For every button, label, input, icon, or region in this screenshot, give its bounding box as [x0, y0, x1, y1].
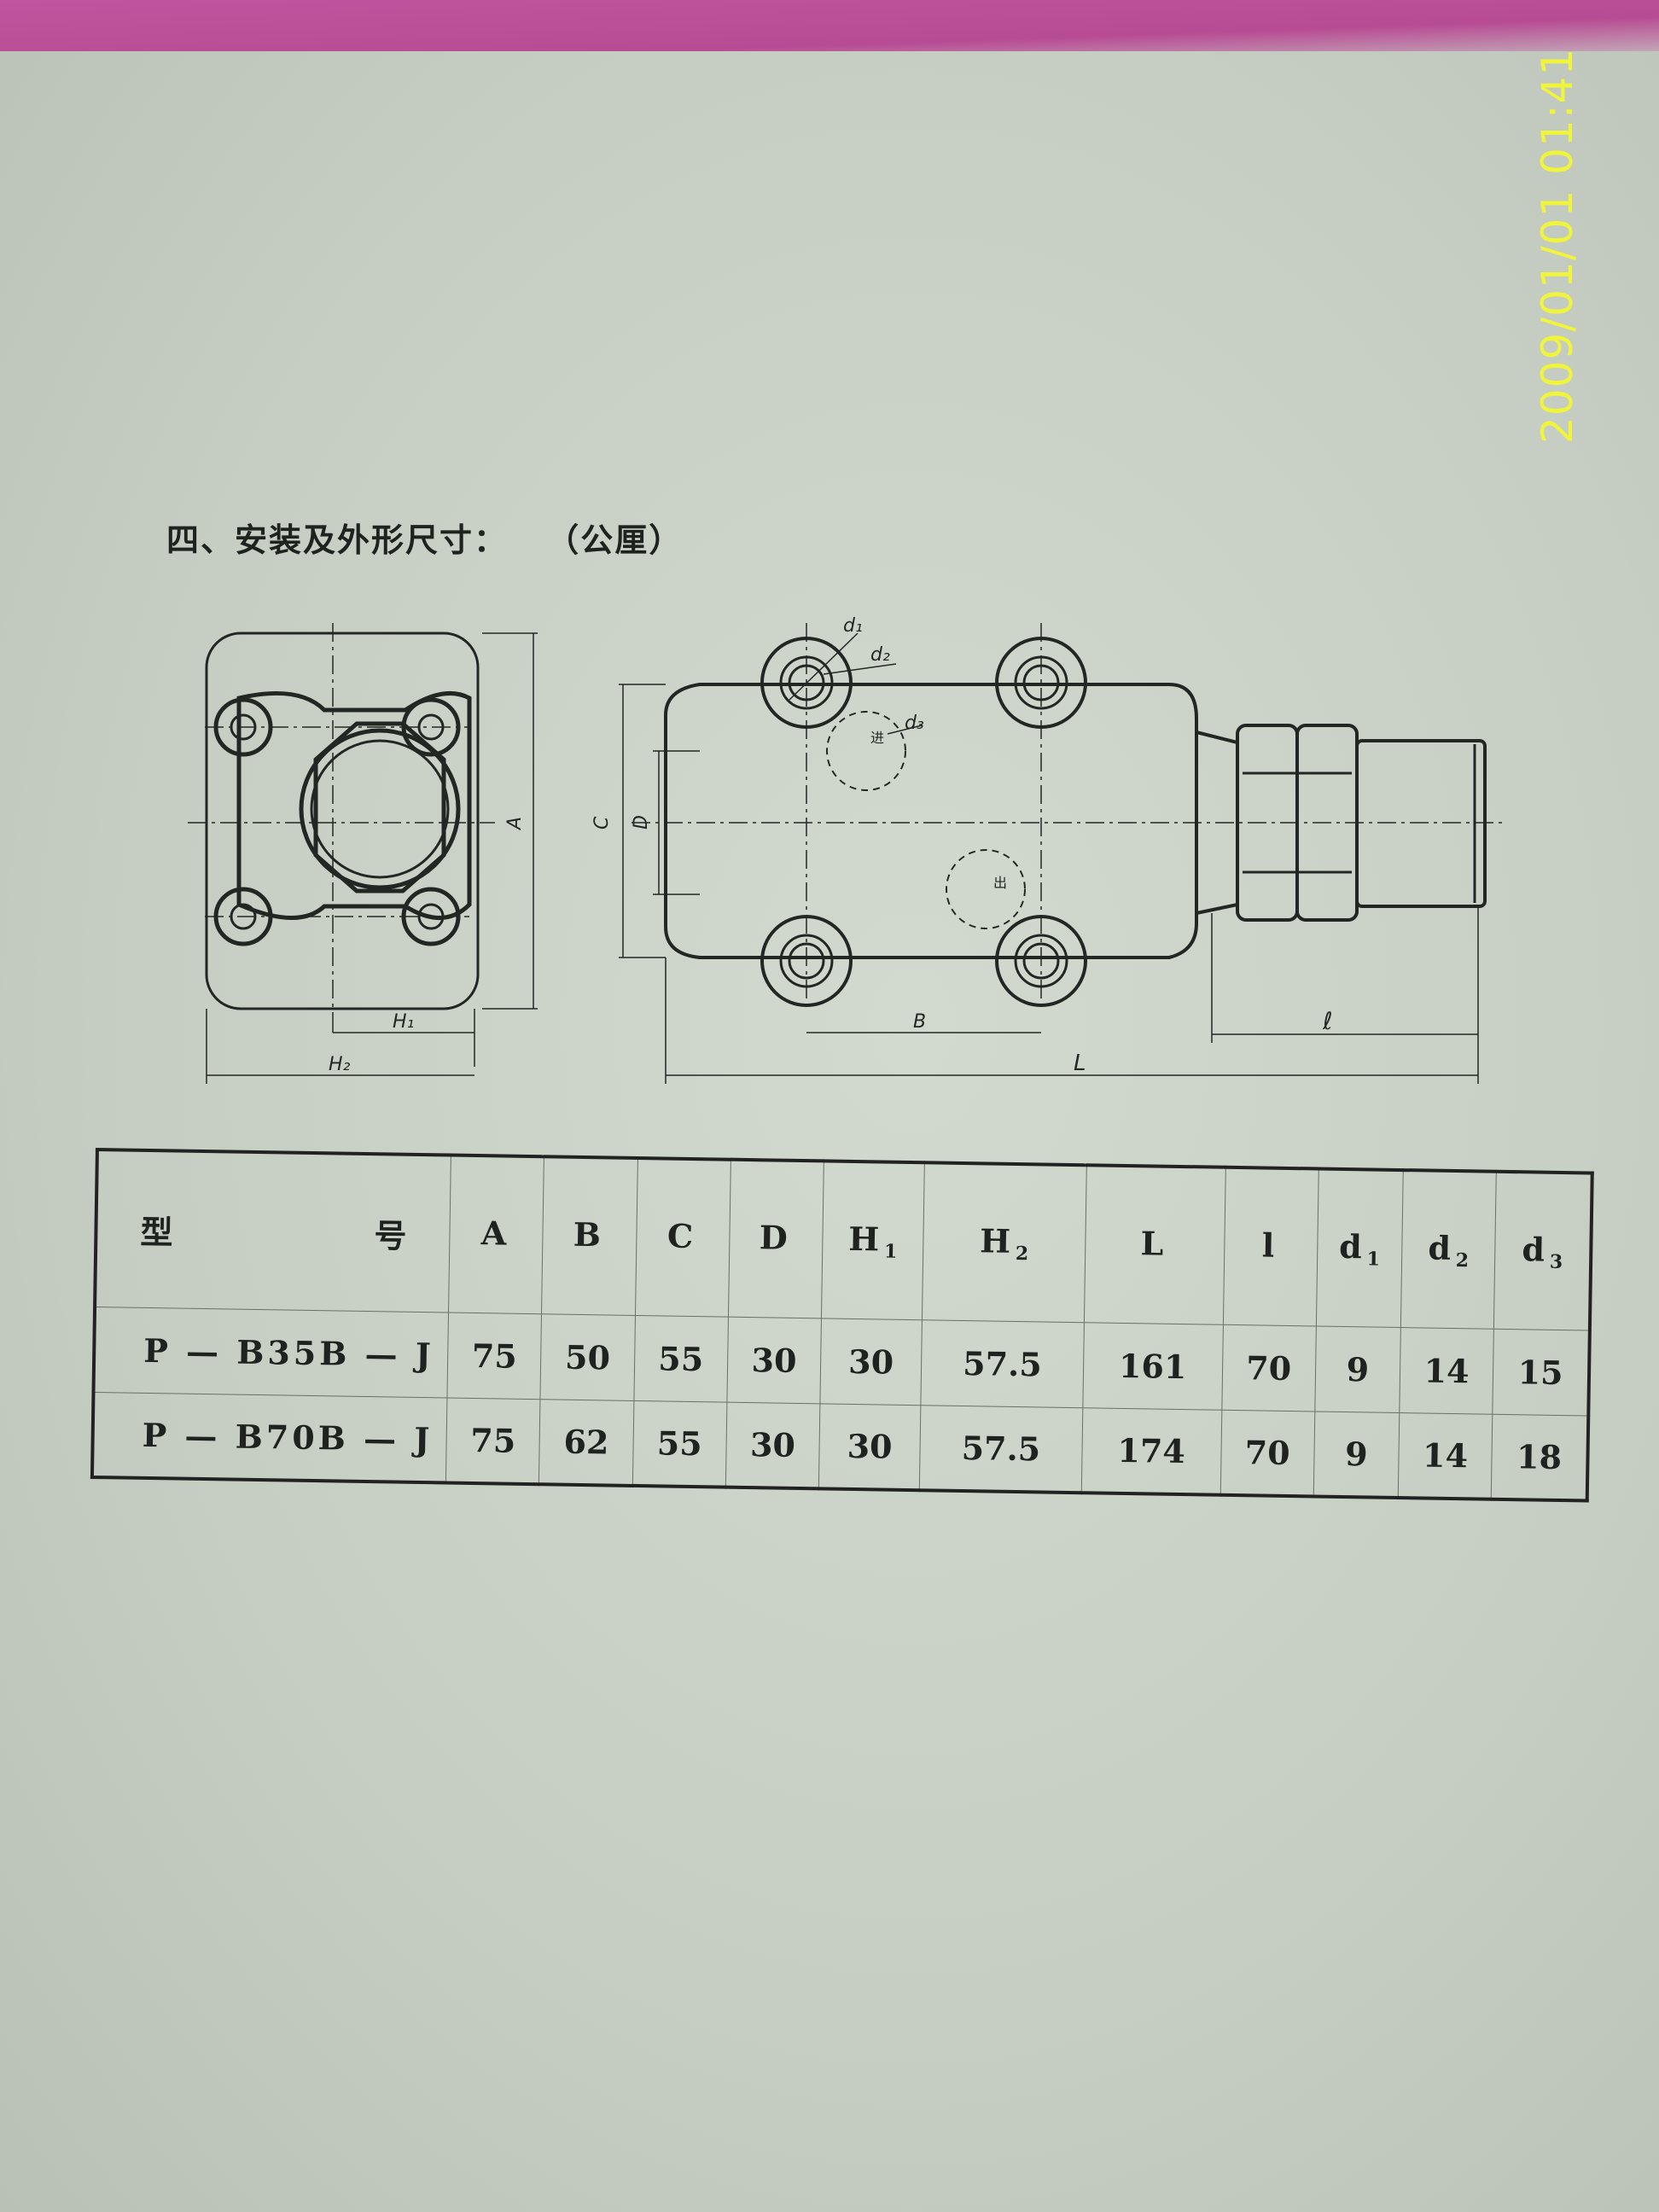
inlet-port-label: 进 — [870, 730, 884, 746]
table-cell: 9 — [1313, 1411, 1400, 1499]
table-cell: 30 — [819, 1318, 923, 1406]
col-main: A — [480, 1213, 507, 1253]
outlet-port-label: 出 — [993, 875, 1007, 891]
dim-label-d1: d₁ — [843, 615, 863, 637]
col-main: d — [1428, 1228, 1452, 1267]
table-cell: 14 — [1398, 1412, 1493, 1499]
table-cell: 30 — [818, 1403, 921, 1491]
col-header: A — [448, 1155, 544, 1314]
col-main: H — [979, 1221, 1011, 1260]
table-cell: 14 — [1399, 1327, 1494, 1414]
model-cell: P — B35B — J — [93, 1307, 449, 1398]
dim-label-C: C — [591, 816, 613, 830]
model-header-left: 型 — [140, 1213, 173, 1252]
table-cell: 75 — [446, 1312, 542, 1400]
dim-label-H1: H₁ — [393, 1011, 414, 1033]
col-main: d — [1522, 1230, 1545, 1269]
col-header: l — [1222, 1167, 1319, 1326]
table-cell: 174 — [1080, 1407, 1222, 1495]
table-cell: 18 — [1491, 1413, 1589, 1501]
model-cell: P — B70B — J — [91, 1391, 447, 1483]
table-cell: 57.5 — [920, 1319, 1085, 1408]
dim-label-l: ℓ — [1322, 1007, 1333, 1035]
drawing-svg: A C D H₁ H₂ B L ℓ d₁ d₂ d₃ 进 出 — [188, 615, 1502, 1084]
technical-drawing: A C D H₁ H₂ B L ℓ d₁ d₂ d₃ 进 出 — [188, 606, 1519, 1101]
table-cell: 55 — [633, 1314, 729, 1402]
table-cell: 9 — [1314, 1325, 1401, 1413]
dim-label-A: A — [504, 817, 526, 831]
col-main: d — [1338, 1226, 1363, 1266]
table-cell: 62 — [538, 1399, 634, 1486]
table-cell: 70 — [1221, 1324, 1317, 1412]
dim-label-B: B — [913, 1011, 926, 1033]
section-heading: 四、安装及外形尺寸： （公厘） — [166, 514, 683, 561]
table-cell: 55 — [632, 1400, 727, 1487]
table-cell: 70 — [1220, 1409, 1315, 1497]
table-cell: 30 — [726, 1316, 822, 1404]
camera-timestamp: 2009/01/01 01:41 — [1533, 47, 1582, 444]
table-cell: 75 — [445, 1397, 541, 1485]
col-sub: 2 — [1455, 1249, 1470, 1272]
col-main: D — [759, 1217, 789, 1257]
model-header-right: 号 — [374, 1216, 407, 1255]
table-cell: 161 — [1082, 1322, 1223, 1410]
dim-label-H2: H₂ — [329, 1054, 351, 1075]
col-main: B — [573, 1214, 602, 1254]
table-cell: 57.5 — [919, 1405, 1083, 1493]
col-sub: 1 — [883, 1240, 898, 1263]
col-header: C — [635, 1157, 731, 1317]
front-view — [188, 623, 538, 1084]
col-header: L — [1084, 1165, 1225, 1324]
unit-label: （公厘） — [546, 521, 684, 559]
col-main: C — [667, 1216, 694, 1255]
dim-label-d3: d₃ — [905, 713, 924, 734]
table-cell: 15 — [1492, 1328, 1590, 1416]
col-main: H — [847, 1219, 880, 1259]
dim-label-L: L — [1074, 1051, 1086, 1076]
col-header: B — [541, 1156, 637, 1315]
model-header: 型 号 — [95, 1150, 451, 1313]
col-main: l — [1261, 1225, 1275, 1265]
dim-label-d2: d₂ — [870, 644, 890, 666]
table-cell: 30 — [725, 1401, 820, 1489]
col-sub: 1 — [1366, 1248, 1381, 1271]
col-main: L — [1140, 1224, 1164, 1263]
table-cell: 50 — [540, 1313, 636, 1400]
section-title: 四、安装及外形尺寸： — [166, 521, 509, 559]
side-view — [619, 623, 1502, 1084]
dim-label-D: D — [631, 815, 652, 830]
col-header: D — [728, 1159, 824, 1318]
col-sub: 2 — [1015, 1242, 1029, 1265]
paper-page — [0, 51, 1659, 2212]
col-sub: 3 — [1549, 1250, 1563, 1273]
